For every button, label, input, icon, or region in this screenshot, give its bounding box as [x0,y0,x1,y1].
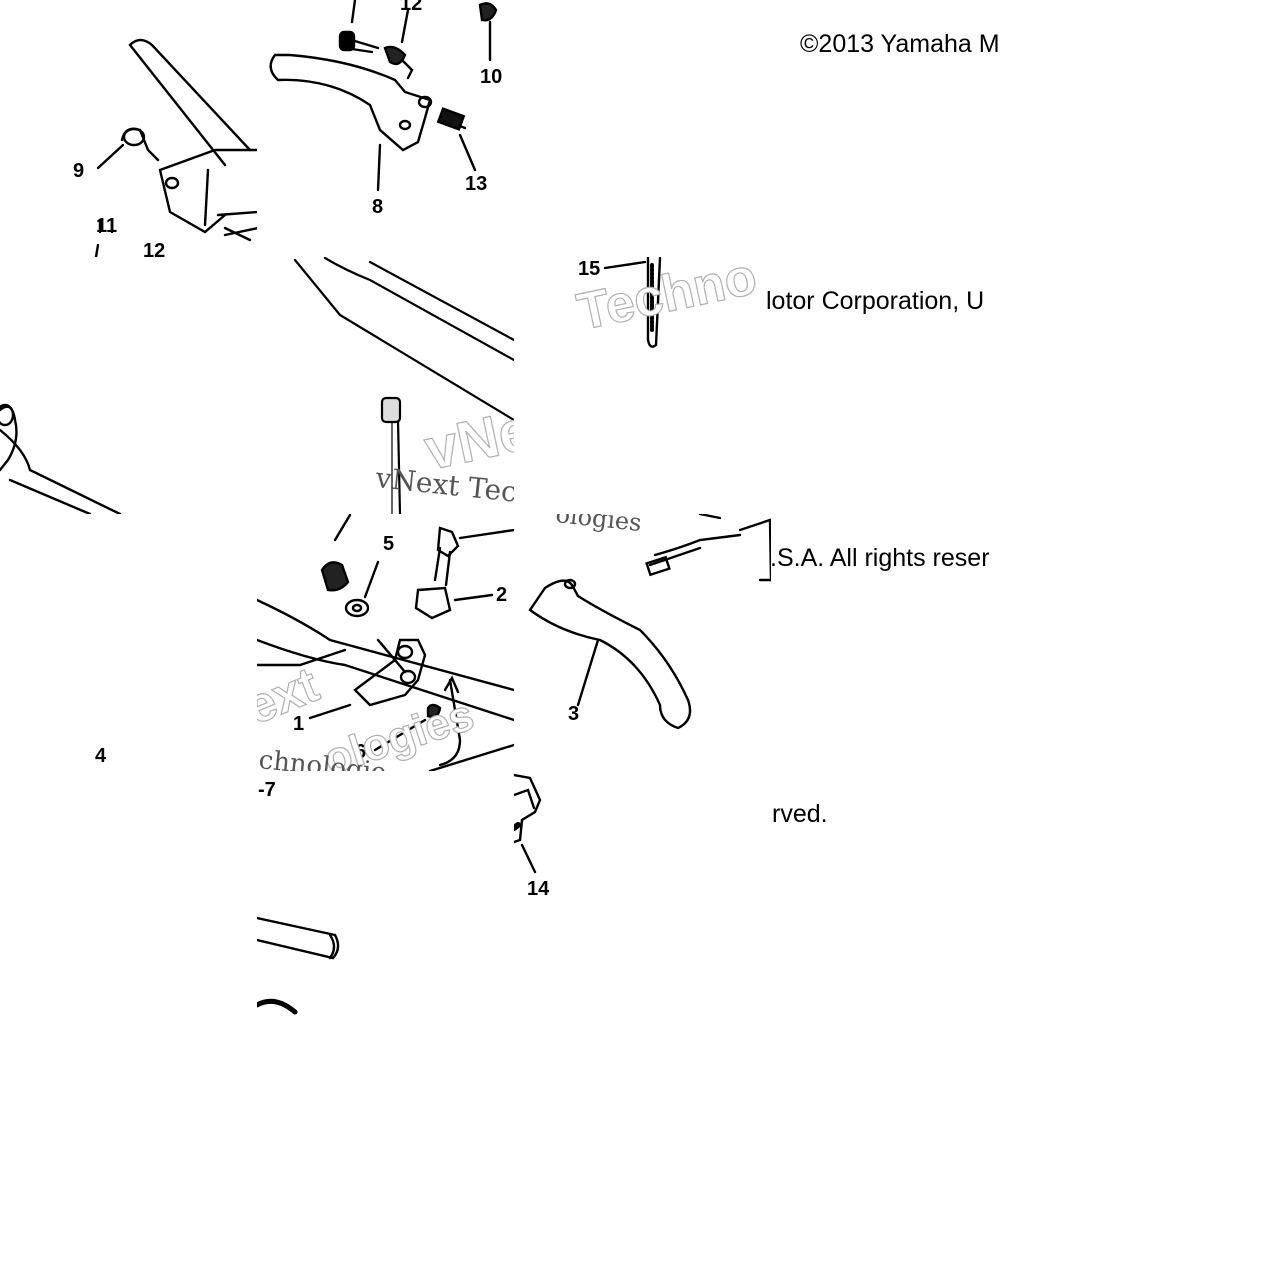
callout-6: 6 [355,741,366,763]
clutch-lever-group [528,514,771,730]
callout-5: 5 [383,533,394,555]
callout-12-top: 12 [400,0,422,15]
watermark-text-4: ologies [554,500,643,537]
handlebar-end-group [0,403,122,514]
callout-9: 9 [73,160,84,182]
callout-13: 13 [465,173,487,195]
callout-11: 11 [96,215,117,237]
callout-3: 3 [568,703,579,725]
handlebar-clamp-group [94,38,257,257]
grip-group [257,916,340,1015]
callout-8: 8 [372,196,383,218]
copyright-line-3: .S.A. All rights reser [770,544,990,572]
cable-routing-group [293,257,514,514]
callout-14: 14 [527,878,550,900]
switch-group [514,773,542,874]
copyright-line-1: ©2013 Yamaha M [800,30,1000,58]
brake-lever-group [269,0,498,192]
callout-15: 15 [578,258,600,280]
copyright-line-4: rved. [772,800,828,828]
callout-4: 4 [95,745,107,767]
callout-10: 10 [480,66,502,88]
lever-holder-group [257,514,514,771]
watermark-text-1: Techno [572,247,761,341]
callout-7: -7 [258,779,276,801]
throttle-cable-group [603,257,662,348]
callout-12-left: 12 [143,240,165,262]
watermark-text-5: ext [238,656,326,735]
copyright-line-2: lotor Corporation, U [766,287,985,315]
callout-1: 1 [293,713,304,735]
callout-2: 2 [496,584,507,606]
